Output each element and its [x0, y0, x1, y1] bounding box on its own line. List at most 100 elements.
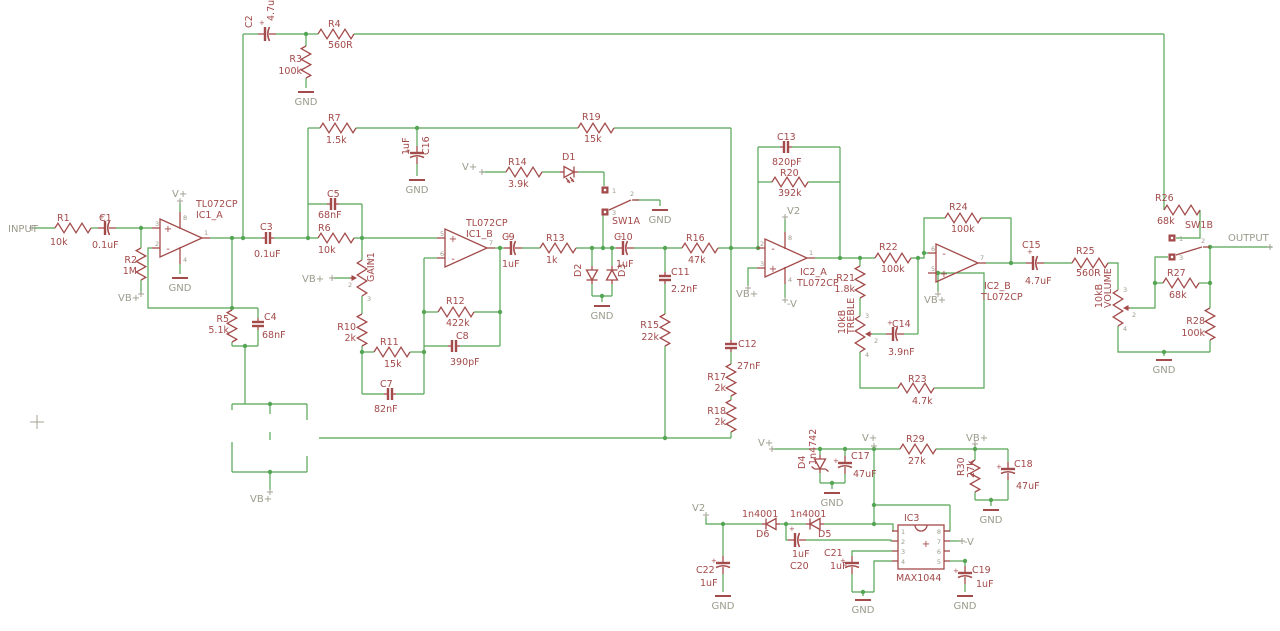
net-label: OUTPUT: [1228, 233, 1270, 244]
component-label: C21: [824, 548, 843, 559]
junction-dot: [783, 521, 789, 527]
pin-number: 4: [183, 256, 187, 264]
component-label: 2k: [714, 383, 726, 394]
wire: [851, 550, 892, 556]
net-flag-V: V+: [462, 162, 485, 175]
component-label: 47k: [688, 255, 706, 266]
wire: [923, 217, 945, 253]
component-label: 1uF: [502, 259, 520, 270]
component-label: R2: [124, 255, 137, 266]
cap-arc: [715, 564, 731, 569]
component-label: 27k: [908, 456, 926, 467]
component-label: 392k: [778, 188, 802, 199]
component-label: C19: [972, 565, 991, 576]
pin-number: 3: [901, 548, 905, 556]
component-label: R1: [57, 213, 70, 224]
gnd-symbol: GND: [852, 599, 875, 616]
component-label: 560R: [328, 40, 353, 51]
gnd-label: GND: [649, 215, 672, 226]
component-label: IC3: [904, 513, 919, 524]
net-flag-OUTPUT: OUTPUT: [1228, 233, 1273, 250]
component-label: C15: [1022, 240, 1041, 251]
resistor-body: [577, 121, 615, 135]
component-label: TL072CP: [796, 278, 839, 289]
wire: [874, 523, 894, 532]
junction-dot: [972, 446, 978, 452]
pin-number: 1: [809, 249, 813, 257]
junction-dot: [988, 497, 994, 503]
junction-dot: [1152, 280, 1158, 286]
component-label: C20: [790, 561, 809, 572]
component-label: R13: [546, 233, 565, 244]
gnd-label: GND: [406, 185, 429, 196]
component-C2: +C24.7uF: [244, 0, 277, 42]
component-label: R30: [956, 457, 967, 476]
polarity-plus: +: [789, 525, 795, 533]
polarity-plus: +: [711, 557, 717, 565]
component-label: D4: [797, 456, 808, 469]
component-label: 1n4742: [808, 429, 819, 465]
junction-dot: [359, 235, 365, 241]
junction-dot: [497, 245, 503, 251]
component-label: R15: [640, 320, 659, 331]
resistor-body: [897, 381, 935, 395]
led-arrow-icon: [570, 178, 574, 182]
polarity-plus: +: [953, 567, 959, 575]
net-flag-VB: VB+: [736, 285, 758, 300]
pin-number: 2: [348, 281, 352, 289]
component-label: R12: [446, 296, 465, 307]
pin-number: 3: [1179, 254, 1183, 262]
junction-dot: [229, 305, 235, 311]
component-label: R24: [949, 202, 968, 213]
junction-dot: [915, 255, 921, 261]
component-label: 2k: [714, 417, 726, 428]
wires-layer: [32, 33, 1272, 596]
pot-body: [853, 315, 867, 353]
net-flag-V: V+: [758, 438, 775, 452]
polarity-plus: +: [405, 147, 411, 155]
net-label: VB+: [966, 433, 988, 444]
wiper-arrow-icon: [1123, 305, 1129, 311]
cap-arc: [512, 240, 517, 256]
component-label: C5: [327, 189, 340, 200]
component-label: 68nF: [318, 210, 342, 221]
cap-arc: [957, 574, 973, 579]
pin-number: 2: [760, 240, 764, 248]
pin-number: 8: [937, 528, 941, 536]
polarity-plus: +: [259, 19, 265, 27]
net-label: VB+: [736, 289, 758, 300]
gnd-symbol: GND: [1153, 359, 1176, 376]
net-flag-VB: VB+: [924, 291, 946, 306]
pot-body: [355, 259, 369, 297]
resistor-body: [134, 247, 148, 281]
switch-pad-hole: [1170, 255, 1174, 259]
diode-triangle: [605, 268, 619, 281]
component-label: 2k: [344, 333, 356, 344]
junction-dot: [871, 521, 877, 527]
gnd-symbol: GND: [295, 91, 318, 108]
resistor-body: [319, 121, 357, 135]
polarity-plus: +: [1027, 248, 1033, 256]
input-sign: -: [166, 244, 170, 255]
junction-dot: [609, 245, 615, 251]
component-label: 10kB: [837, 310, 848, 334]
cap-arc: [1034, 255, 1039, 271]
cap-arc: [894, 326, 899, 342]
